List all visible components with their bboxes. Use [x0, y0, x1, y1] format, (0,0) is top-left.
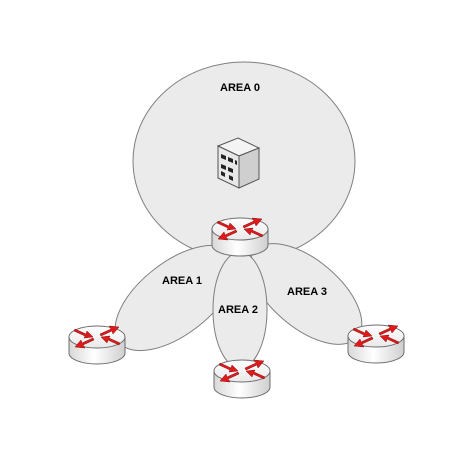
area-3-label: AREA 3	[287, 286, 327, 298]
server-icon	[216, 137, 261, 189]
router-icon	[213, 359, 271, 399]
router-icon	[68, 325, 126, 365]
area-0-label: AREA 0	[220, 82, 260, 94]
router-icon	[211, 217, 269, 257]
area-2-label: AREA 2	[218, 304, 258, 316]
area-1-label: AREA 1	[162, 275, 202, 287]
router-icon	[347, 324, 405, 364]
